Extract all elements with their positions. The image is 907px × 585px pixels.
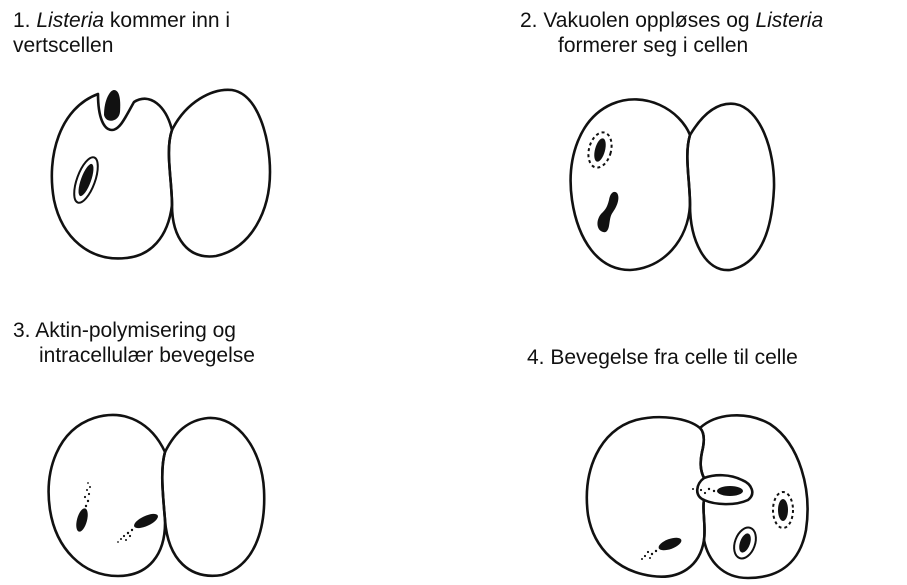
panel-4-actin-tail-lower-left — [641, 550, 657, 560]
panel-3-left-cell — [49, 415, 165, 576]
panel-2-right-cell — [687, 104, 774, 270]
panel-2-dividing-bacterium — [597, 192, 618, 232]
panel-3-bacterium-left — [74, 507, 90, 533]
panel-2-left-cell — [571, 99, 690, 270]
panel-4-bacterium-right-cell — [778, 499, 788, 521]
panel-3-bacterium-right — [132, 511, 160, 531]
panel-4-left-cell — [587, 417, 705, 576]
panel-4-bacterium-lower-left — [657, 535, 683, 553]
panel-4-illustration — [587, 415, 808, 578]
panel-1-illustration — [52, 90, 270, 259]
panel-3-illustration — [49, 415, 265, 576]
panel-3-actin-tail-right — [117, 529, 133, 543]
panel-1-entering-bacterium — [104, 90, 120, 121]
panel-4-bacterium-in-protrusion — [717, 486, 743, 496]
panel-2-bacterium-upper — [592, 137, 608, 163]
panel-2-illustration — [571, 99, 774, 270]
panel-1-bacterium-in-vacuole — [75, 162, 96, 197]
panel-4-actin-tail-protrusion — [692, 488, 715, 494]
panel-3-right-cell — [162, 418, 264, 576]
panel-3-actin-tail-left — [84, 482, 91, 507]
panel-4-right-cell — [700, 415, 808, 578]
panel-1-right-cell — [169, 90, 270, 257]
panel-4-bacterium-in-vacuole — [737, 532, 753, 554]
